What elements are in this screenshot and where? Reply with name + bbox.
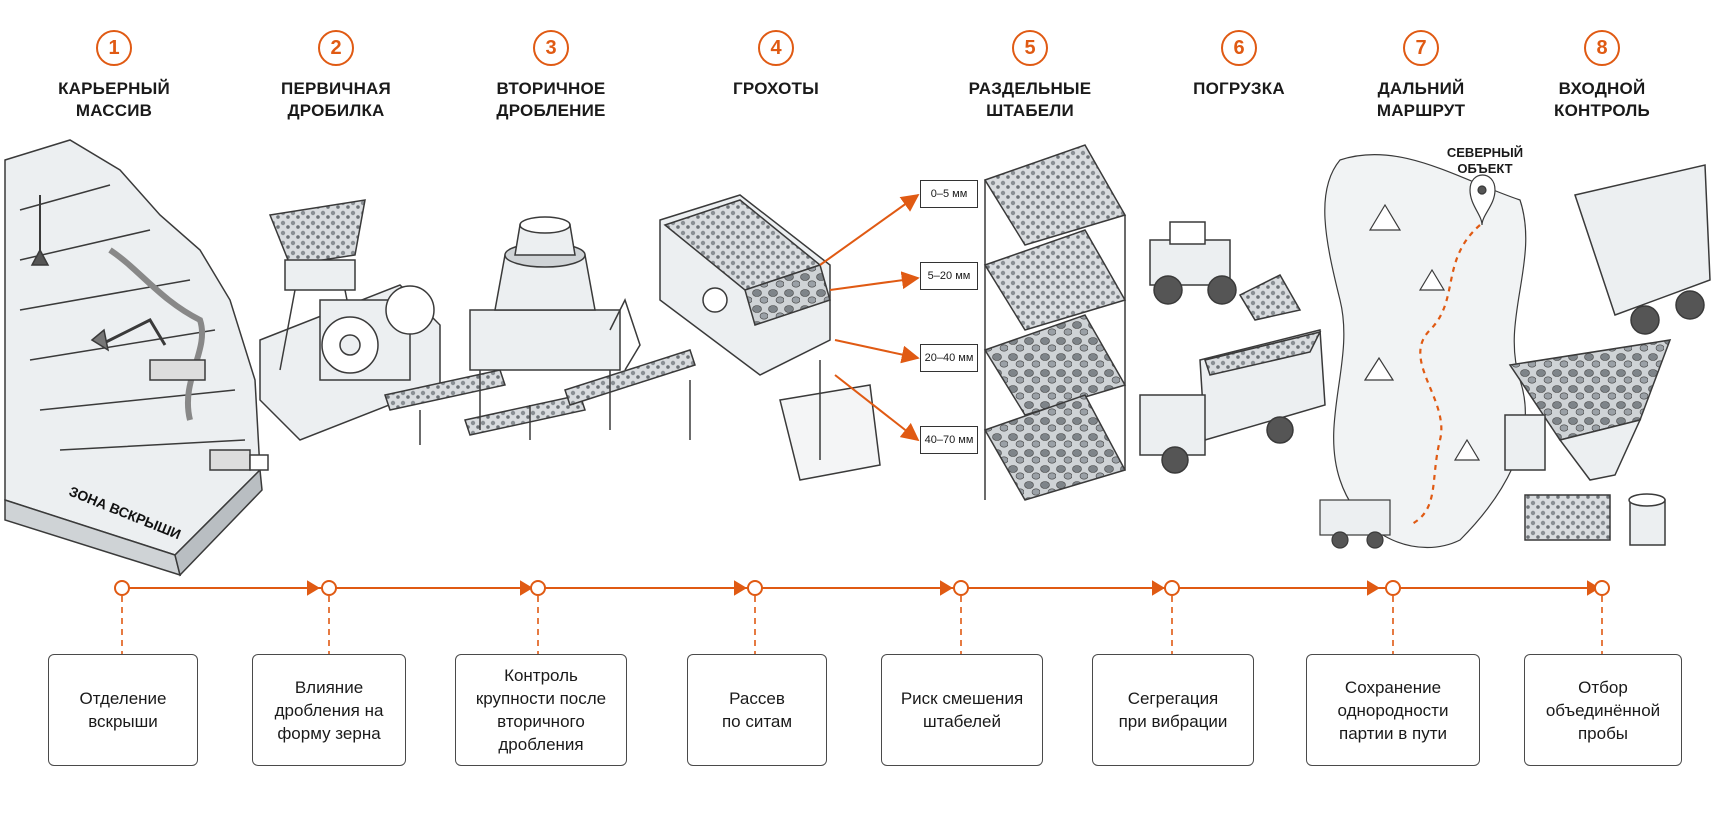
step-header-7: 7 ДАЛЬНИЙ МАРШРУТ xyxy=(1326,30,1516,122)
timeline-node-3 xyxy=(530,580,546,596)
step-number: 5 xyxy=(1012,30,1048,66)
fraction-label-20-40: 20–40 мм xyxy=(920,344,978,372)
stockpiles-illustration xyxy=(983,144,1127,501)
step-number: 6 xyxy=(1221,30,1257,66)
step-label-8: Отбор объединённой пробы xyxy=(1524,654,1682,766)
step-label-7: Сохранение однородности партии в пути xyxy=(1306,654,1480,766)
fraction-label-40-70: 40–70 мм xyxy=(920,426,978,454)
step-label-3: Контроль крупности после вторичного дроб… xyxy=(455,654,627,766)
step-header-5: 5 РАЗДЕЛЬНЫЕ ШТАБЕЛИ xyxy=(935,30,1125,122)
step-number: 2 xyxy=(318,30,354,66)
timeline-node-4 xyxy=(747,580,763,596)
step-title: ГРОХОТЫ xyxy=(733,79,819,98)
step-number: 8 xyxy=(1584,30,1620,66)
step-title: РАЗДЕЛЬНЫЕ ШТАБЕЛИ xyxy=(968,79,1092,120)
step-title: ВХОДНОЙ КОНТРОЛЬ xyxy=(1554,79,1650,120)
timeline-node-6 xyxy=(1164,580,1180,596)
step-label-1: Отделение вскрыши xyxy=(48,654,198,766)
route-map-illustration xyxy=(1319,153,1527,549)
timeline-node-8 xyxy=(1594,580,1610,596)
fraction-arrows xyxy=(819,193,920,442)
step-title: ПОГРУЗКА xyxy=(1193,79,1285,98)
incoming-control-illustration xyxy=(1504,164,1711,546)
step-title: ДАЛЬНИЙ МАРШРУТ xyxy=(1376,79,1466,120)
step-header-8: 8 ВХОДНОЙ КОНТРОЛЬ xyxy=(1507,30,1697,122)
step-title: ВТОРИЧНОЕ ДРОБЛЕНИЕ xyxy=(496,79,606,120)
timeline-node-2 xyxy=(321,580,337,596)
timeline-node-7 xyxy=(1385,580,1401,596)
conveyor-belts xyxy=(384,349,696,445)
step-number: 1 xyxy=(96,30,132,66)
step-label-2: Влияние дробления на форму зерна xyxy=(252,654,406,766)
step-label-4: Рассев по ситам xyxy=(687,654,827,766)
step-number: 4 xyxy=(758,30,794,66)
step-title: КАРЬЕРНЫЙ МАССИВ xyxy=(58,79,170,120)
timeline-node-1 xyxy=(114,580,130,596)
step-number: 3 xyxy=(533,30,569,66)
cone-crusher-illustration xyxy=(469,216,641,430)
step-label-5: Риск смешения штабелей xyxy=(881,654,1043,766)
step-label-6: Сегрегация при вибрации xyxy=(1092,654,1254,766)
step-header-3: 3 ВТОРИЧНОЕ ДРОБЛЕНИЕ xyxy=(456,30,646,122)
step-header-1: 1 КАРЬЕРНЫЙ МАССИВ xyxy=(19,30,209,122)
quarry-illustration xyxy=(4,139,269,577)
step-header-4: 4 ГРОХОТЫ xyxy=(681,30,871,100)
fraction-label-5-20: 5–20 мм xyxy=(920,262,978,290)
step-title: ПЕРВИЧНАЯ ДРОБИЛКА xyxy=(281,79,391,120)
screening-illustration xyxy=(659,194,881,481)
step-header-6: 6 ПОГРУЗКА xyxy=(1144,30,1334,100)
loading-illustration xyxy=(1139,221,1326,474)
timeline-node-5 xyxy=(953,580,969,596)
destination-label: СЕВЕРНЫЙ ОБЪЕКТ xyxy=(1446,145,1524,176)
step-header-2: 2 ПЕРВИЧНАЯ ДРОБИЛКА xyxy=(241,30,431,122)
timeline xyxy=(114,580,1610,654)
fraction-label-0-5: 0–5 мм xyxy=(920,180,978,208)
step-number: 7 xyxy=(1403,30,1439,66)
